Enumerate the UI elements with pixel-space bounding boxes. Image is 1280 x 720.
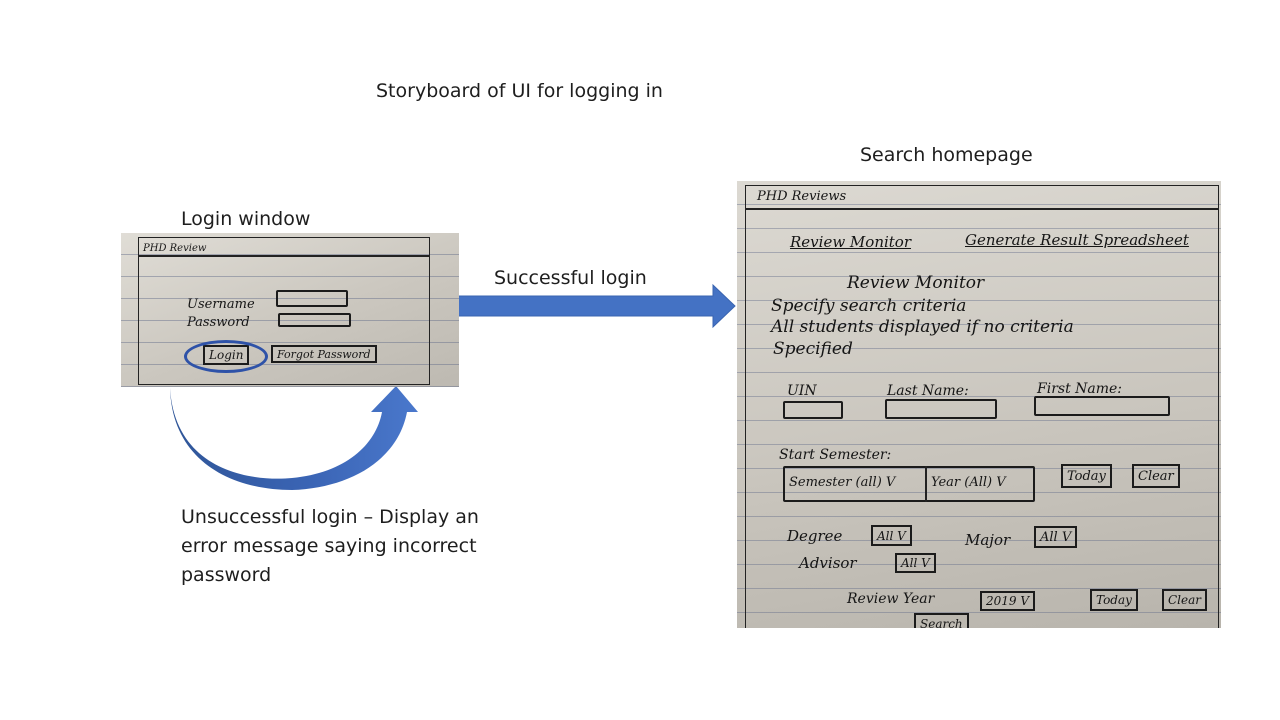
failure-loop-arrow	[170, 386, 418, 490]
start-semester-label: Start Semester:	[779, 447, 892, 463]
successful-login-label: Successful login	[494, 267, 647, 289]
semester-select[interactable]: Semester (all) V	[789, 475, 896, 490]
login-highlight-circle	[184, 340, 268, 373]
semester-divider	[925, 466, 927, 502]
username-label: Username	[187, 297, 255, 312]
start-semester-group	[783, 466, 1035, 502]
login-window-label: Login window	[181, 208, 311, 230]
password-field[interactable]	[278, 313, 351, 327]
instruction-line-1: Specify search criteria	[771, 296, 967, 316]
advisor-label: Advisor	[799, 554, 857, 572]
semester-clear-button[interactable]: Clear	[1132, 464, 1180, 488]
review-today-button[interactable]: Today	[1090, 589, 1138, 611]
search-title-divider	[745, 208, 1219, 210]
review-year-select[interactable]: 2019 V	[980, 591, 1036, 611]
last-name-label: Last Name:	[887, 383, 969, 399]
review-monitor-heading: Review Monitor	[847, 273, 985, 293]
semester-today-button[interactable]: Today	[1061, 464, 1112, 488]
login-window-frame	[138, 237, 430, 385]
search-window-frame	[745, 185, 1219, 628]
uin-field[interactable]	[783, 401, 843, 419]
instruction-line-2: All students displayed if no criteria	[771, 317, 1074, 337]
storyboard-title: Storyboard of UI for logging in	[376, 80, 663, 102]
review-clear-button[interactable]: Clear	[1162, 589, 1208, 611]
password-label: Password	[187, 315, 250, 330]
username-field[interactable]	[276, 290, 348, 307]
uin-label: UIN	[787, 383, 817, 399]
forgot-password-button[interactable]: Forgot Password	[271, 345, 377, 363]
unsuccessful-login-label: Unsuccessful login – Display an error me…	[181, 506, 479, 586]
advisor-select[interactable]: All V	[895, 553, 936, 573]
last-name-field[interactable]	[885, 399, 997, 419]
first-name-field[interactable]	[1034, 396, 1170, 416]
login-title-divider	[138, 255, 430, 257]
login-window-sketch: PHD Review Username Password Login Forgo…	[121, 233, 459, 387]
degree-select[interactable]: All V	[871, 525, 912, 546]
instruction-line-3: Specified	[773, 339, 853, 359]
search-homepage-label: Search homepage	[860, 144, 1033, 166]
login-app-title: PHD Review	[143, 243, 207, 254]
nav-generate-spreadsheet[interactable]: Generate Result Spreadsheet	[965, 231, 1189, 249]
search-homepage-sketch: PHD Reviews Review Monitor Generate Resu…	[737, 181, 1221, 628]
major-select[interactable]: All V	[1034, 526, 1078, 548]
success-arrow	[456, 283, 736, 329]
major-label: Major	[965, 531, 1011, 549]
year-select[interactable]: Year (All) V	[931, 475, 1006, 490]
nav-review-monitor[interactable]: Review Monitor	[790, 233, 912, 251]
search-button[interactable]: Search	[914, 613, 969, 628]
degree-label: Degree	[787, 527, 843, 545]
review-year-label: Review Year	[847, 591, 935, 607]
first-name-label: First Name:	[1037, 381, 1123, 397]
search-app-title: PHD Reviews	[757, 189, 847, 204]
